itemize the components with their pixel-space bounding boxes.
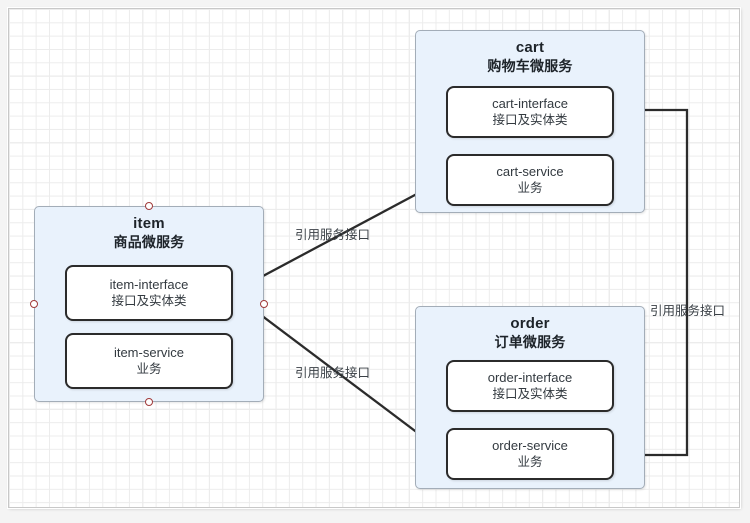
- group-cart[interactable]: cart 购物车微服务 cart-interface 接口及实体类 cart-s…: [415, 30, 645, 213]
- node-cart-service-name: cart-service: [496, 164, 564, 179]
- node-item-service-desc: 业务: [136, 362, 162, 376]
- node-item-service[interactable]: item-service 业务: [65, 333, 233, 389]
- group-order-title: order: [510, 315, 550, 332]
- node-order-service-desc: 业务: [517, 455, 543, 469]
- node-item-service-name: item-service: [113, 345, 185, 360]
- node-item-interface-name: item-interface: [109, 277, 189, 292]
- node-cart-interface-desc: 接口及实体类: [492, 113, 568, 127]
- edge-label-item-to-cart[interactable]: 引用服务接口: [295, 228, 371, 242]
- group-item-title: item: [133, 215, 165, 232]
- group-cart-subtitle: 购物车微服务: [487, 58, 573, 74]
- node-item-interface[interactable]: item-interface 接口及实体类: [65, 265, 233, 321]
- node-order-interface-desc: 接口及实体类: [492, 387, 568, 401]
- handle-right-item[interactable]: [260, 300, 268, 308]
- node-order-interface[interactable]: order-interface 接口及实体类: [446, 360, 614, 412]
- edge-label-cart-to-order[interactable]: 引用服务接口: [650, 304, 726, 318]
- node-cart-interface[interactable]: cart-interface 接口及实体类: [446, 86, 614, 138]
- group-order-subtitle: 订单微服务: [494, 334, 566, 350]
- node-order-service-name: order-service: [492, 438, 568, 453]
- node-order-interface-name: order-interface: [487, 370, 573, 385]
- group-item-subtitle: 商品微服务: [113, 234, 185, 250]
- group-item[interactable]: item 商品微服务 item-interface 接口及实体类 item-se…: [34, 206, 264, 402]
- node-item-interface-desc: 接口及实体类: [111, 294, 187, 308]
- edge-label-item-to-order[interactable]: 引用服务接口: [295, 366, 371, 380]
- node-cart-service[interactable]: cart-service 业务: [446, 154, 614, 206]
- handle-left-item[interactable]: [30, 300, 38, 308]
- handle-top-item[interactable]: [145, 202, 153, 210]
- handle-bottom-item[interactable]: [145, 398, 153, 406]
- group-cart-title: cart: [515, 39, 545, 56]
- node-cart-service-desc: 业务: [517, 181, 543, 195]
- group-order[interactable]: order 订单微服务 order-interface 接口及实体类 order…: [415, 306, 645, 489]
- node-order-service[interactable]: order-service 业务: [446, 428, 614, 480]
- node-cart-interface-name: cart-interface: [492, 96, 568, 111]
